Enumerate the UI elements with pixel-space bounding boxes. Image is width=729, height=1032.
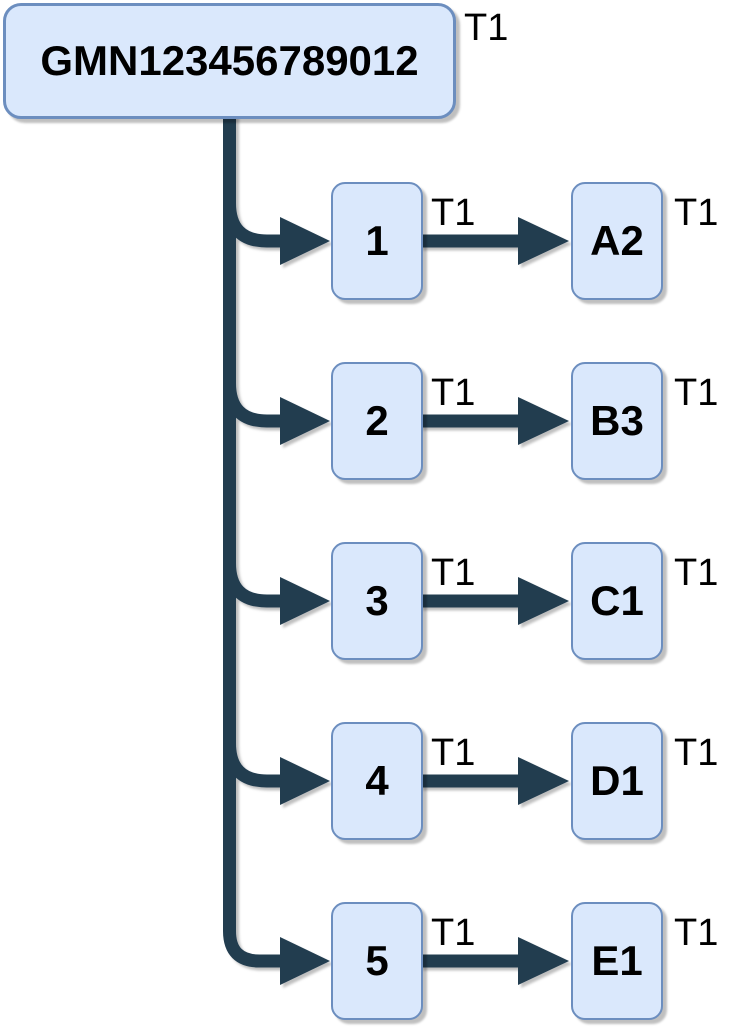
source-node-row2: 2 xyxy=(331,362,423,480)
target-node-row5: E1 xyxy=(571,902,663,1020)
trunk-line xyxy=(223,110,281,968)
target-node-row4: D1 xyxy=(571,722,663,840)
target-node-row2: B3 xyxy=(571,362,663,480)
root-node-tag: T1 xyxy=(464,7,509,49)
arrowhead-into-source-row1 xyxy=(280,217,330,265)
target-node-tag-row4: T1 xyxy=(674,732,719,774)
arrowhead-into-target-row1 xyxy=(518,217,569,265)
arrowhead-into-source-row5 xyxy=(280,937,330,985)
arrowhead-into-target-row2 xyxy=(518,397,569,445)
arrowhead-into-target-row3 xyxy=(518,577,569,625)
target-node-row3: C1 xyxy=(571,542,663,660)
source-node-row5: 5 xyxy=(331,902,423,1020)
arrowhead-into-target-row5 xyxy=(518,937,569,985)
branch-row2 xyxy=(223,366,281,428)
target-node-tag-row5: T1 xyxy=(674,912,719,954)
branch-row4 xyxy=(223,726,281,788)
target-node-row1: A2 xyxy=(571,182,663,300)
edge-tag-row4: T1 xyxy=(431,732,476,774)
source-node-row3: 3 xyxy=(331,542,423,660)
target-node-tag-row2: T1 xyxy=(674,372,719,414)
target-node-tag-row1: T1 xyxy=(674,192,719,234)
arrowhead-into-source-row2 xyxy=(280,397,330,445)
branch-row3 xyxy=(223,546,281,608)
edge-tag-row3: T1 xyxy=(431,552,476,594)
edge-tag-row2: T1 xyxy=(431,372,476,414)
edge-tag-row1: T1 xyxy=(431,192,476,234)
source-node-row4: 4 xyxy=(331,722,423,840)
edge-tag-row5: T1 xyxy=(431,912,476,954)
target-node-tag-row3: T1 xyxy=(674,552,719,594)
source-node-row1: 1 xyxy=(331,182,423,300)
root-node: GMN123456789012 xyxy=(3,3,456,119)
arrowhead-into-source-row4 xyxy=(280,757,330,805)
branch-row1 xyxy=(223,186,281,248)
arrowhead-into-source-row3 xyxy=(280,577,330,625)
arrowhead-into-target-row4 xyxy=(518,757,569,805)
